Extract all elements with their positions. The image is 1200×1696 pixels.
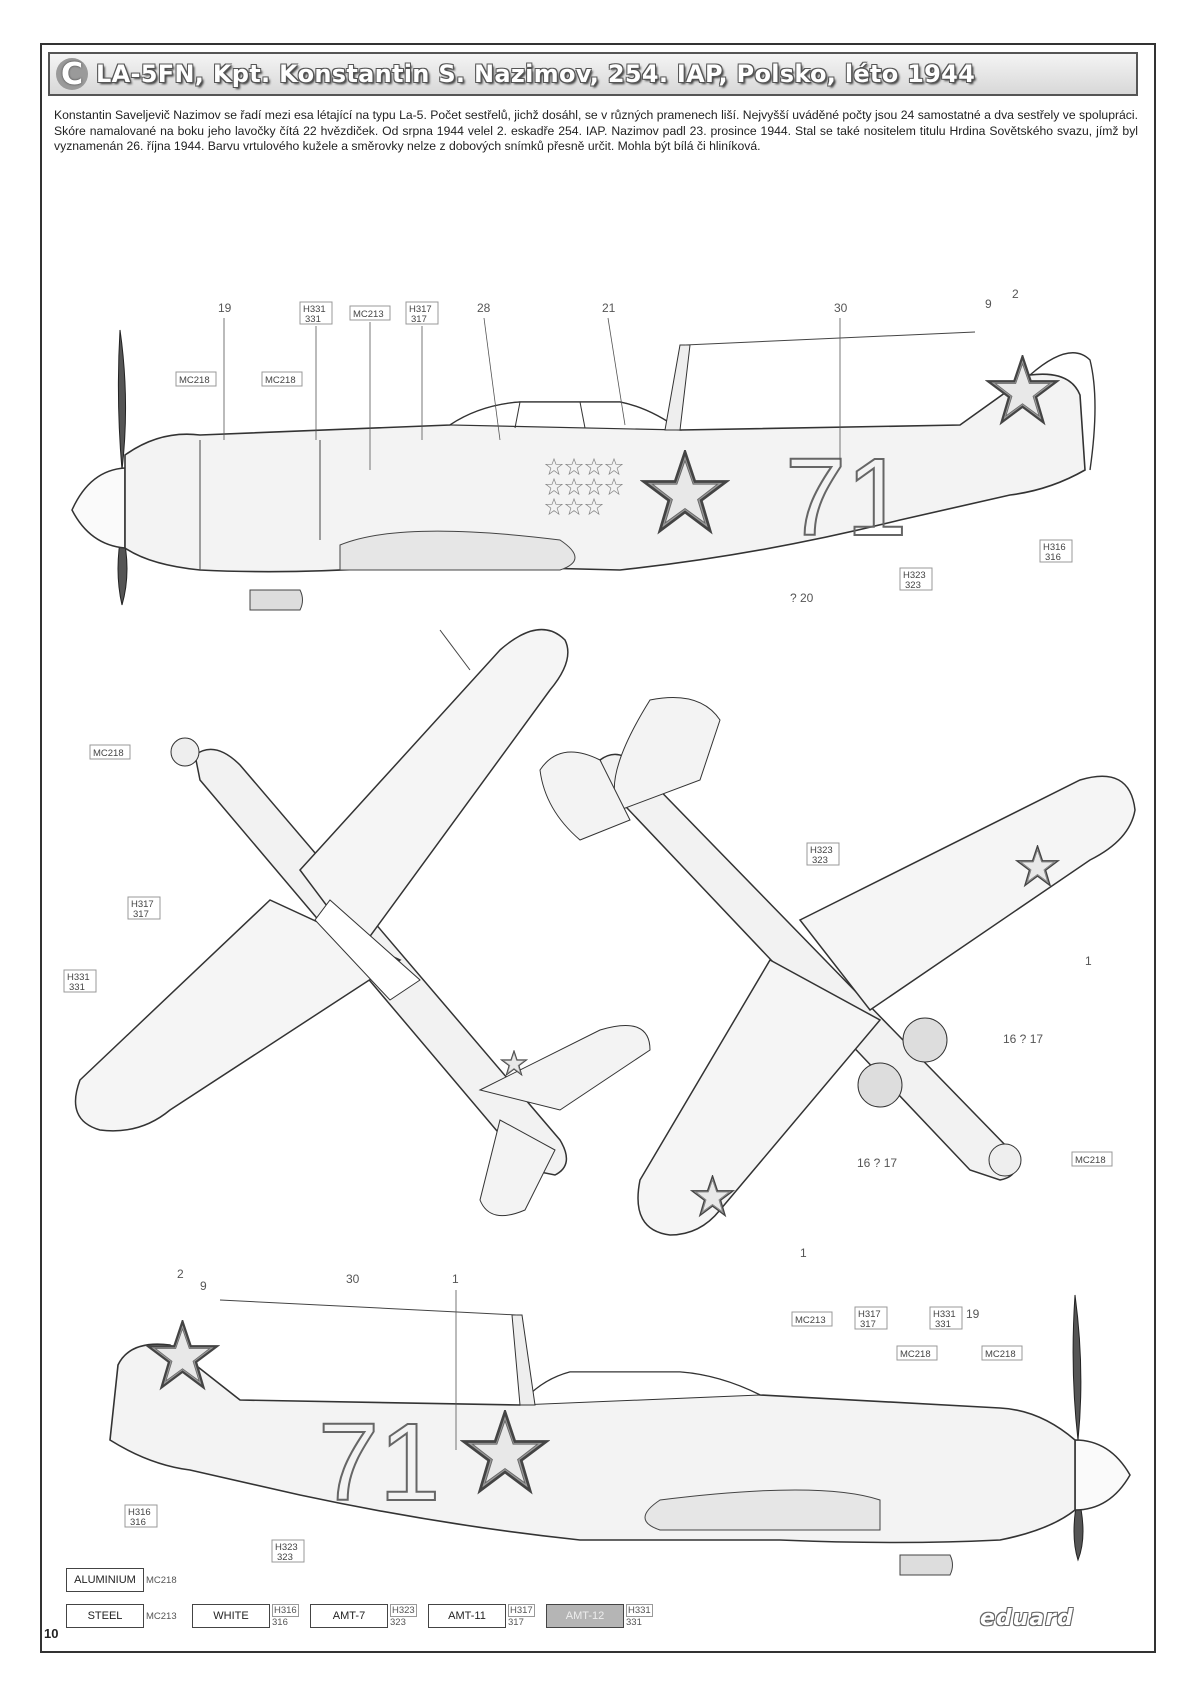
callout-323-r: 323 xyxy=(277,1552,293,1563)
callout-16-17-b: 16 ? 17 xyxy=(857,1156,897,1170)
callout-h317-top: H317 xyxy=(131,899,154,910)
callout-h331: H331 xyxy=(303,304,326,315)
legend-amt7-label: AMT-7 xyxy=(310,1604,388,1628)
legend-steel-label: STEEL xyxy=(66,1604,144,1628)
callout-30: 30 xyxy=(834,301,848,315)
page-title: LA-5FN, Kpt. Konstantin S. Nazimov, 254.… xyxy=(96,60,976,88)
title-bar: C LA-5FN, Kpt. Konstantin S. Nazimov, 25… xyxy=(48,52,1138,96)
legend-amt11-label: AMT-11 xyxy=(428,1604,506,1628)
callout-mc218-r2: MC218 xyxy=(985,1349,1016,1360)
page-number: 10 xyxy=(44,1626,59,1641)
callout-1-r: 1 xyxy=(452,1272,459,1286)
legend-aluminium-code: MC218 xyxy=(146,1574,177,1586)
callout-mc218-top: MC218 xyxy=(93,748,124,759)
legend-aluminium: ALUMINIUM MC218 xyxy=(66,1568,177,1592)
callout-323-bottom: 323 xyxy=(812,855,828,866)
callout-mc213-r: MC213 xyxy=(795,1315,826,1326)
callout-317-top: 317 xyxy=(133,909,149,920)
callout-h323-bottom: H323 xyxy=(810,845,833,856)
legend-white-code1: H316 xyxy=(272,1604,299,1617)
callout-21: 21 xyxy=(602,301,616,315)
callout-h323: H323 xyxy=(903,570,926,581)
callout-331-r: 331 xyxy=(935,1319,951,1330)
callout-317: 317 xyxy=(411,314,427,325)
legend-steel-code: MC213 xyxy=(146,1610,177,1622)
callout-2-r: 2 xyxy=(177,1267,184,1281)
legend-amt11-code1: H317 xyxy=(508,1604,535,1617)
callout-h316: H316 xyxy=(1043,542,1066,553)
legend-white-label: WHITE xyxy=(192,1604,270,1628)
profile-letter-badge: C xyxy=(56,57,88,92)
callout-h331-r: H331 xyxy=(933,1309,956,1320)
callout-19: 19 xyxy=(218,301,232,315)
callout-16-17-a: 16 ? 17 xyxy=(1003,1032,1043,1046)
callout-mc218-r1: MC218 xyxy=(900,1349,931,1360)
callout-h323-r: H323 xyxy=(275,1542,298,1553)
page-frame xyxy=(40,43,1156,1653)
callout-1-b: 1 xyxy=(800,1246,807,1260)
callout-2: 2 xyxy=(1012,287,1019,301)
callout-h317: H317 xyxy=(409,304,432,315)
callout-316-r: 316 xyxy=(130,1517,146,1528)
callout-mc218-bottom: MC218 xyxy=(1075,1155,1106,1166)
description-text: Konstantin Saveljevič Nazimov se řadí me… xyxy=(54,108,1138,153)
callout-331-top: 331 xyxy=(69,982,85,993)
legend-amt7-code1: H323 xyxy=(390,1604,417,1617)
callout-h331-top: H331 xyxy=(67,972,90,983)
eduard-logo: eduard xyxy=(980,1606,1074,1631)
legend-aluminium-label: ALUMINIUM xyxy=(66,1568,144,1592)
legend-steel: STEEL MC213 xyxy=(66,1604,177,1628)
callout-9: 9 xyxy=(985,297,992,311)
callout-h316-r: H316 xyxy=(128,1507,151,1518)
legend-amt12-label: AMT-12 xyxy=(546,1604,624,1628)
callout-323: 323 xyxy=(905,580,921,591)
side-view-right: 71 2 9 30 1 MC213 H317 317 H331 331 19 M… xyxy=(109,1267,1131,1576)
legend-amt11-code2: 317 xyxy=(508,1617,524,1628)
callout-316: 316 xyxy=(1045,552,1061,563)
callout-mc218-b: MC218 xyxy=(265,375,296,386)
legend-amt7-code2: 323 xyxy=(390,1617,406,1628)
callout-28: 28 xyxy=(477,301,491,315)
callout-20: ? 20 xyxy=(790,591,814,605)
callout-mc218-a: MC218 xyxy=(179,375,210,386)
callout-mc213: MC213 xyxy=(353,309,384,320)
callout-1-a: 1 xyxy=(1085,954,1092,968)
callout-19-r: 19 xyxy=(966,1307,980,1321)
callout-317-r: 317 xyxy=(860,1319,876,1330)
side-view-left: 71 19 H331 331 MC213 H317 317 28 21 30 9… xyxy=(71,287,1096,611)
bottom-view: H323 323 1 16 ? 17 16 ? 17 1 MC218 xyxy=(539,697,1136,1260)
legend-amt12-code2: 331 xyxy=(626,1617,642,1628)
callout-9-r: 9 xyxy=(200,1279,207,1293)
callout-30-r: 30 xyxy=(346,1272,360,1286)
legend-white-code2: 316 xyxy=(272,1617,288,1628)
aircraft-number: 71 xyxy=(785,436,907,559)
legend-amt12-code1: H331 xyxy=(626,1604,653,1617)
callout-331: 331 xyxy=(305,314,321,325)
top-view: MC218 H317 317 H331 331 xyxy=(63,628,651,1217)
callout-h317-r: H317 xyxy=(858,1309,881,1320)
aircraft-number-right: 71 xyxy=(318,1401,440,1524)
